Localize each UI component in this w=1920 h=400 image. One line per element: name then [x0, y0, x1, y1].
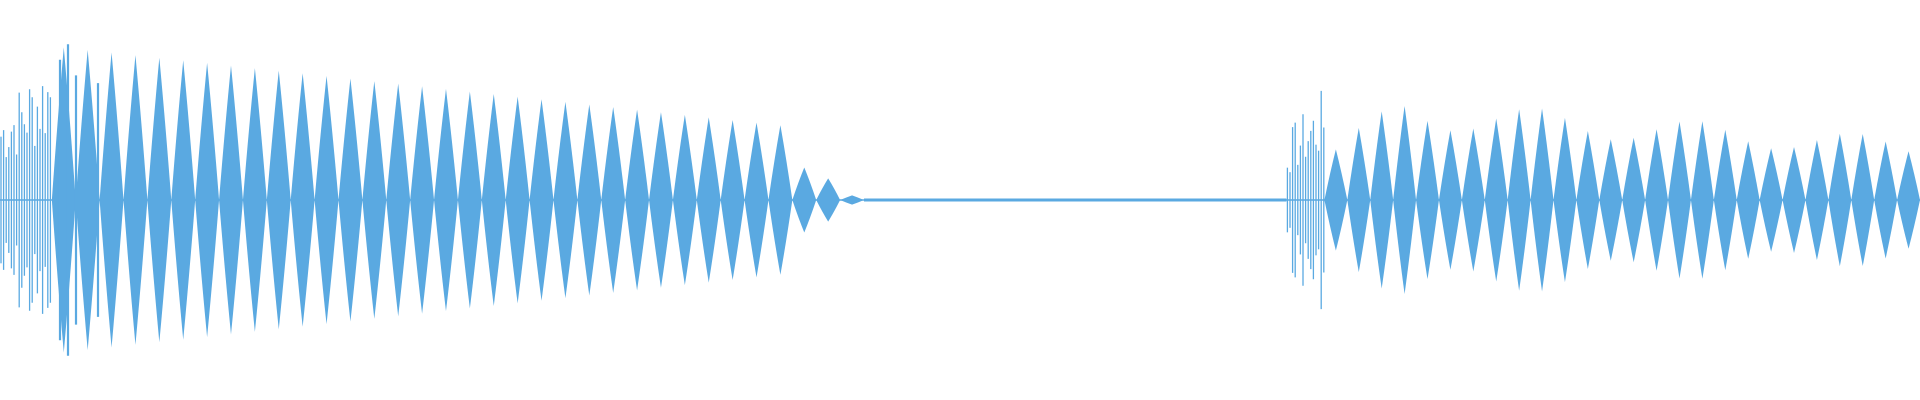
waveform-lobe [625, 109, 650, 291]
waveform-lobe [1851, 134, 1875, 266]
waveform-lobe [1874, 141, 1898, 259]
waveform-lobe [696, 117, 721, 283]
waveform-lobe [601, 107, 626, 293]
waveform-lobe [529, 99, 554, 301]
waveform-lobe [195, 62, 220, 338]
waveform-lobe [1393, 106, 1417, 294]
waveform-lobe [75, 49, 100, 351]
waveform-lobe [1897, 151, 1920, 249]
waveform-lobe [147, 57, 172, 343]
waveform-lobe [1416, 120, 1439, 280]
waveform-lobe [768, 125, 793, 275]
waveform-lobe [1782, 147, 1806, 253]
waveform-lobe [123, 55, 148, 345]
waveform-lobe [649, 112, 673, 288]
waveform-segment-silence [864, 198, 1287, 202]
waveform-lobe [51, 47, 76, 353]
waveform-lobe [99, 52, 124, 348]
waveform-lobe [816, 178, 841, 222]
waveform-lobe [481, 94, 506, 306]
waveform-lobe [1622, 137, 1646, 263]
waveform-lobe [1461, 128, 1485, 272]
waveform-lobe [1828, 133, 1852, 267]
waveform-lobe [1324, 149, 1348, 251]
waveform-lobe [1553, 117, 1577, 283]
waveform-lobe [457, 91, 482, 309]
waveform-lobe [1438, 130, 1462, 270]
waveform-lobe [1668, 121, 1691, 279]
waveform-lobe [1347, 127, 1371, 273]
waveform-lobe [553, 101, 578, 299]
waveform-lobe [840, 195, 864, 205]
waveform-lobe [1805, 139, 1829, 261]
waveform-lobe [219, 65, 243, 335]
waveform-lobe [577, 104, 602, 296]
waveform-lobe [1599, 139, 1623, 261]
waveform-lobe [1576, 131, 1600, 269]
waveform-lobe [1530, 108, 1554, 292]
waveform-lobe [1736, 141, 1760, 259]
waveform-segment-first-sound [0, 44, 864, 356]
waveform-lobe [290, 73, 315, 327]
waveform-lobe [266, 70, 291, 330]
waveform-lobe [1713, 129, 1737, 271]
waveform-lobe [792, 167, 817, 233]
silence-band [864, 198, 1287, 202]
waveform-lobe [314, 75, 339, 325]
waveform-lobe [672, 114, 697, 286]
waveform-lobe [386, 83, 411, 317]
waveform-lobe [362, 81, 387, 319]
waveform-segment-second-sound [1286, 90, 1920, 310]
waveform-lobe [434, 88, 458, 312]
waveform-lobe [242, 68, 267, 332]
waveform-lobe [1690, 121, 1714, 279]
waveform-lobe [720, 120, 745, 280]
waveform-lobe [1645, 129, 1669, 271]
waveform-lobe [1370, 111, 1394, 289]
waveform-lobe [338, 78, 363, 322]
waveform-envelope-group [0, 44, 1920, 356]
waveform-lobe [1507, 109, 1531, 291]
waveform-lobe [744, 122, 769, 278]
waveform-lobe [505, 96, 530, 304]
waveform-lobe [1759, 148, 1783, 252]
waveform-lobe [171, 60, 196, 340]
waveform-lobe [1484, 118, 1508, 282]
waveform-lobe [410, 86, 435, 314]
